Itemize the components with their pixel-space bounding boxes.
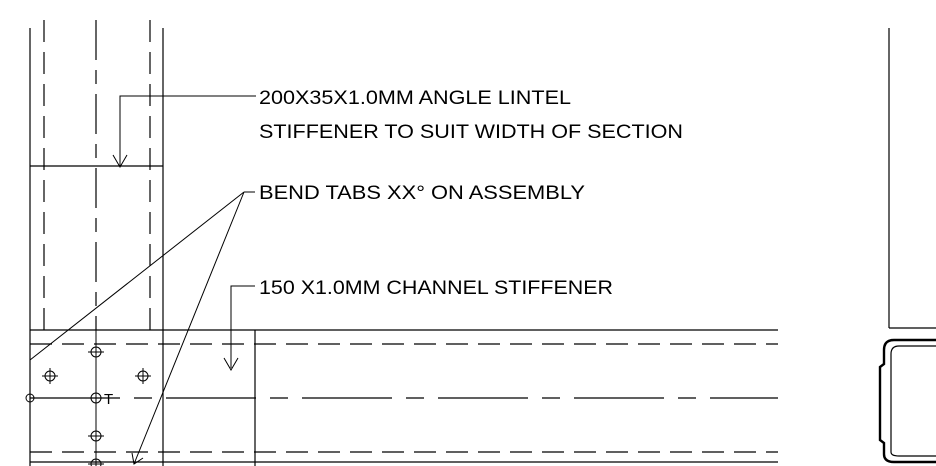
channel-stiffener-note: 150 X1.0MM CHANNEL STIFFENER	[259, 278, 613, 299]
channel-stiffener-leader	[223, 285, 255, 371]
angle-lintel-note-line2: STIFFENER TO SUIT WIDTH OF SECTION	[259, 122, 683, 143]
fastener-mark	[25, 393, 35, 403]
fastener-mark	[135, 368, 151, 384]
fastener-mark	[42, 368, 58, 384]
fastener-tag: T	[104, 391, 113, 408]
angle-lintel-leader	[112, 95, 256, 168]
fasteners	[25, 330, 151, 466]
bend-tabs-note: BEND TABS XX° ON ASSEMBLY	[259, 183, 585, 204]
angle-lintel-note-line1: 200X35X1.0MM ANGLE LINTEL	[259, 88, 571, 109]
horizontal-channel	[30, 329, 778, 466]
bend-tabs-leader	[29, 191, 255, 465]
channel-section-view	[878, 28, 936, 464]
